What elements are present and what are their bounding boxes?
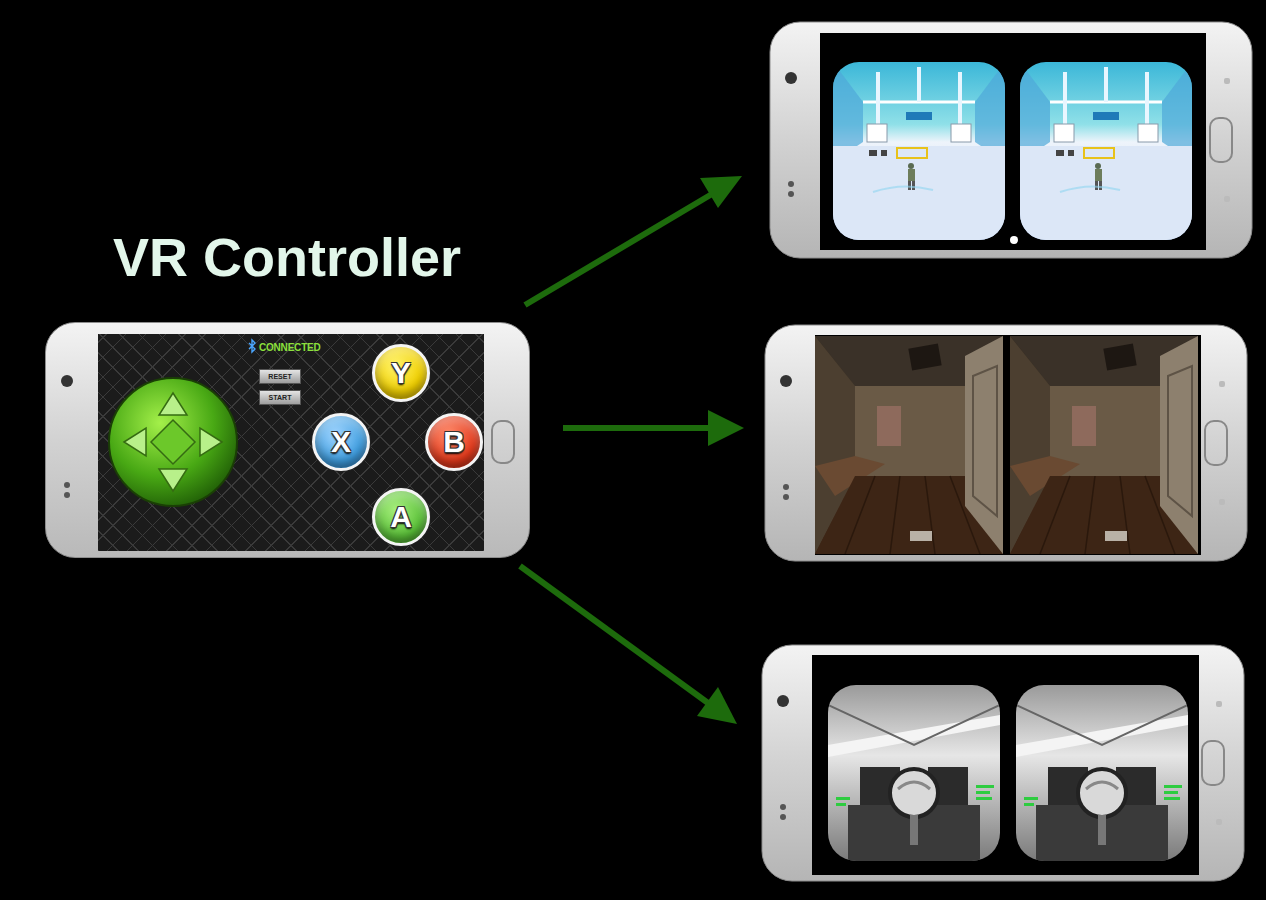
action-button: X: [312, 413, 370, 471]
status-text: CONNECTED: [259, 342, 321, 353]
menu-button: RESET: [259, 369, 301, 384]
button-label: A: [390, 502, 412, 532]
button-label: X: [331, 427, 351, 457]
button-label: START: [269, 394, 292, 401]
button-label: RESET: [268, 373, 291, 380]
action-button: Y: [372, 344, 430, 402]
action-button: B: [425, 413, 483, 471]
menu-button: START: [259, 390, 301, 405]
diagram-title: VR Controller: [113, 226, 461, 288]
action-button: A: [372, 488, 430, 546]
button-label: Y: [391, 358, 411, 388]
button-label: B: [443, 427, 465, 457]
controller-phone: CONNECTED RESET START Y X B A: [45, 322, 530, 558]
